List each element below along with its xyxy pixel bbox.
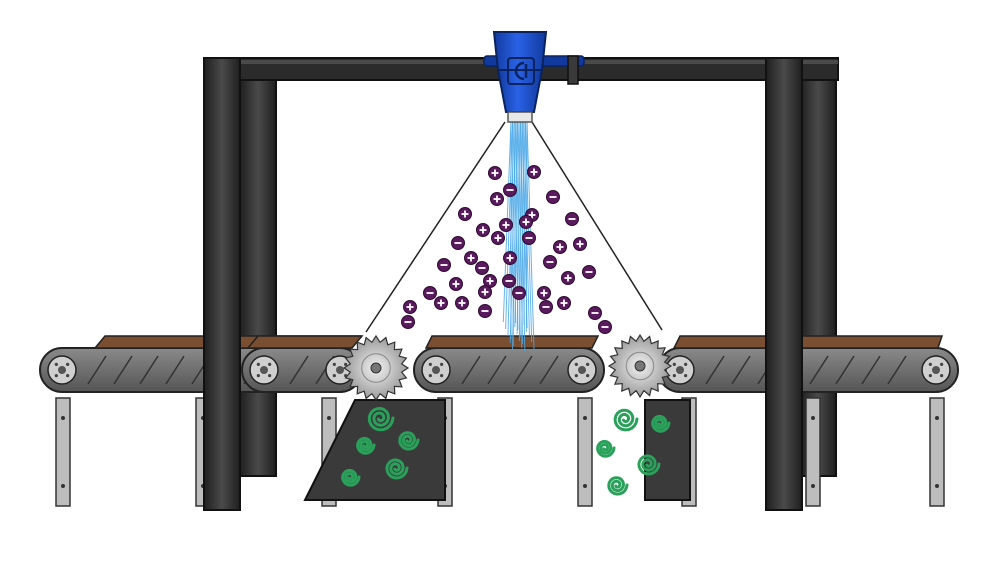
ion-icon [527, 165, 541, 179]
roller-wheel [47, 355, 77, 385]
front-post-right [765, 57, 803, 511]
nozzle-tip [507, 111, 533, 123]
ion-icon [561, 271, 575, 285]
conveyor-leg [805, 397, 821, 507]
ion-icon [512, 286, 526, 300]
sawdust-swirls [341, 406, 671, 496]
ion-icon [490, 192, 504, 206]
ion-icon [565, 212, 579, 226]
saw-blades [342, 333, 673, 402]
sawdust-swirl-icon [613, 408, 639, 432]
ion-icon [598, 320, 612, 334]
ion-icon [588, 306, 602, 320]
nozzle-body-bottom [496, 69, 544, 113]
conveyor-belt [657, 347, 959, 393]
roller-wheel [921, 355, 951, 385]
sawdust-swirl-icon [367, 406, 395, 432]
ion-icon [423, 286, 437, 300]
wood-board-middle [424, 335, 600, 349]
ion-icon [476, 223, 490, 237]
ion-icon [553, 240, 567, 254]
spray-cone-left-edge [365, 121, 506, 333]
saw-blade-icon [607, 333, 673, 399]
ion-icon [543, 255, 557, 269]
sawdust-swirl-icon [607, 476, 629, 496]
conveyor-leg [929, 397, 945, 507]
ion-icon [503, 251, 517, 265]
ion-icon [582, 265, 596, 279]
ion-icon [451, 236, 465, 250]
ion-icon [475, 261, 489, 275]
conveyor-belt [413, 347, 605, 393]
ion-icon [491, 231, 505, 245]
ion-icon [502, 274, 516, 288]
ion-icon [537, 286, 551, 300]
conveyor-belt [241, 347, 363, 393]
sawdust-swirl-icon [398, 431, 420, 451]
spray-streak [512, 121, 514, 347]
ion-icon [503, 183, 517, 197]
ion-icon [464, 251, 478, 265]
spray-streak [518, 121, 523, 345]
rear-post-left [239, 79, 277, 477]
ion-icon [478, 285, 492, 299]
sawdust-bin-right [644, 399, 691, 501]
wood-boards [93, 335, 944, 349]
spray-cone [365, 121, 663, 333]
conveyor-belts [39, 347, 959, 393]
sawdust-swirl-icon [596, 439, 616, 458]
spray-cone-right-edge [531, 121, 663, 331]
sawdust-bin-left [303, 399, 446, 501]
ion-cloud [401, 165, 612, 334]
roller-wheel [567, 355, 597, 385]
ion-icon [455, 296, 469, 310]
ion-icon [499, 218, 513, 232]
front-post-left [203, 57, 241, 511]
roller-wheel [249, 355, 279, 385]
ion-icon [478, 304, 492, 318]
conveyor-leg [55, 397, 71, 507]
sawdust-swirl-icon [356, 436, 376, 455]
ion-icon [539, 300, 553, 314]
ion-icon [403, 300, 417, 314]
ion-icon [449, 277, 463, 291]
ion-icon [437, 258, 451, 272]
roller-wheel [665, 355, 695, 385]
ion-icon [557, 296, 571, 310]
wood-board-left-cut [246, 335, 364, 349]
ion-icon [434, 296, 448, 310]
roller-wheel [421, 355, 451, 385]
ion-icon [458, 207, 472, 221]
ion-icon [488, 166, 502, 180]
sawdust-swirl-icon [341, 468, 361, 487]
ion-icon [522, 231, 536, 245]
ionizer-nozzle [483, 31, 585, 123]
nozzle-clamp [567, 55, 579, 85]
ion-icon [546, 190, 560, 204]
conveyor-leg [577, 397, 593, 507]
ion-icon [519, 215, 533, 229]
sawdust-swirl-icon [651, 414, 671, 433]
ion-icon [573, 237, 587, 251]
conveyor-legs [55, 397, 945, 507]
ion-icon [401, 315, 415, 329]
wood-board-right [672, 335, 944, 349]
nozzle-icon [507, 57, 535, 85]
sawdust-swirl-icon [385, 458, 409, 480]
saw-blade-icon [342, 334, 410, 402]
spray-streak [516, 121, 521, 338]
sawdust-swirl-icon [637, 454, 661, 476]
